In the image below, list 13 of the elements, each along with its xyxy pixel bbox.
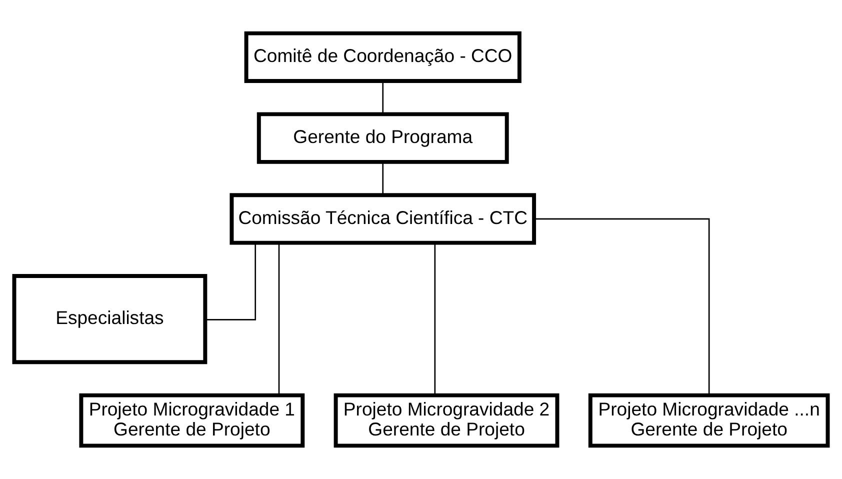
node-box: Comissão Técnica Científica - CTC (230, 193, 536, 245)
connector (434, 242, 436, 395)
connector (278, 242, 280, 395)
node-box: Especialistas (12, 274, 208, 364)
connector (382, 81, 384, 114)
node-box: Comitê de Coordenação - CCO (244, 31, 522, 84)
connector (382, 162, 384, 195)
node-box: Gerente do Programa (256, 112, 509, 164)
node-box: Projeto Microgravidade 2 Gerente de Projeto (334, 393, 560, 448)
node-box: Projeto Microgravidade ...n Gerente de Projeto (588, 393, 830, 448)
connector (534, 218, 710, 395)
node-box: Projeto Microgravidade 1 Gerente de Projeto (79, 393, 305, 448)
connector (205, 242, 256, 320)
